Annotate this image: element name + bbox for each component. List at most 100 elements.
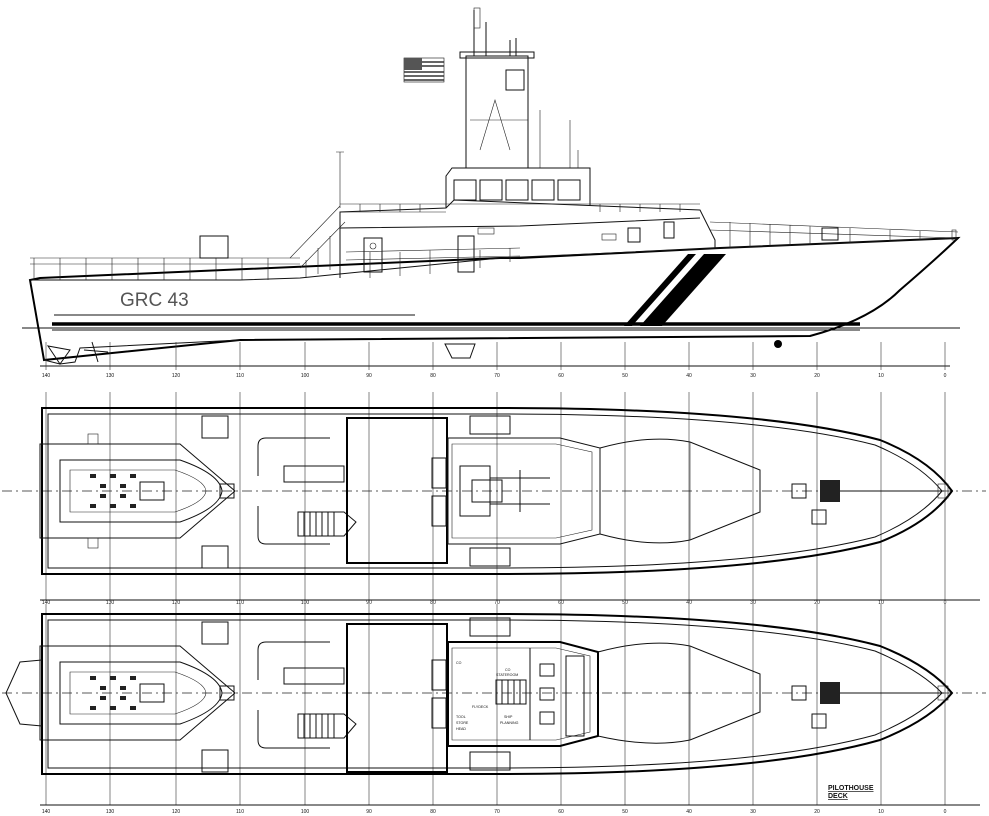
main-deck-plan: [2, 392, 986, 600]
plan2-bottom-station-labels: 140 130 120 110 100 90 80 70 60 50 40 30…: [42, 809, 947, 815]
station-label: 20: [814, 809, 820, 815]
plan2-stair-port-rail: [257, 641, 330, 680]
bow-thruster: [774, 340, 782, 348]
plan2-hatch-stbd: [201, 749, 229, 773]
plan1-locker: [283, 465, 345, 483]
room-label: STORE: [456, 721, 469, 725]
station-label: 90: [366, 373, 372, 379]
vent-1: [601, 233, 617, 241]
pilothouse-deck-plan: 140 130 120 110 100 90 80 70 60 50 40 30…: [2, 599, 986, 815]
plan2-pilothouse-inner: [451, 647, 591, 741]
station-label: 100: [301, 373, 310, 379]
bow-jackstaff: [951, 229, 957, 241]
room-label: SHIP: [504, 715, 513, 719]
station-label: 0: [944, 600, 947, 606]
pilothouse-windows: [453, 179, 581, 201]
station-label: 10: [878, 373, 884, 379]
plan1-ladder: [297, 511, 357, 537]
plan2-rib-inner: [69, 671, 207, 715]
plan1-deck-outline: [41, 407, 954, 575]
station-label: 70: [494, 373, 500, 379]
racing-stripe-thick: [640, 254, 726, 326]
station-label: 30: [750, 809, 756, 815]
radar-dome: [505, 69, 525, 91]
plan1-davit: [219, 483, 235, 499]
plan2-ladder: [297, 713, 357, 739]
hull-marking: GRC 43: [120, 290, 189, 311]
mast-antenna: [473, 7, 481, 29]
station-label: 30: [750, 600, 756, 606]
hatch-2: [663, 221, 675, 239]
station-label: 50: [622, 809, 628, 815]
profile-station-labels: 140 130 120 110 100 90 80 70 60 50 40 30…: [42, 373, 947, 379]
mast-light: [539, 110, 579, 168]
profile-view: GRC 43: [22, 7, 961, 379]
plan1-rib-inner: [69, 469, 207, 513]
plan2-rib-seats: [90, 676, 165, 710]
plan1-bitt-fwd-2: [811, 509, 827, 525]
station-label: 110: [236, 373, 244, 379]
station-label: 120: [172, 600, 181, 606]
plan1-rib-cradle: [39, 443, 236, 539]
station-label: 90: [366, 600, 372, 606]
plan1-bow-fitting: [937, 483, 949, 499]
plan2-stern-ramp: [5, 659, 43, 727]
plan2-bitt-fwd-2: [811, 713, 827, 729]
station-label: 110: [236, 809, 244, 815]
station-label: 20: [814, 373, 820, 379]
profile-station-grid: [45, 342, 946, 370]
plan1-stair-port-rail: [257, 437, 330, 476]
flag-icon: [403, 57, 445, 83]
plan2-foredeck-panel: [597, 642, 761, 744]
station-label: 60: [558, 600, 564, 606]
mast-platform: [459, 51, 535, 59]
anchor-windlass: [821, 227, 839, 241]
plan2-door-stbd: [431, 697, 447, 729]
door-1: [363, 237, 383, 273]
plan2-pilothouse-outline: [447, 641, 599, 747]
plan2-windlass: [820, 682, 840, 704]
station-label: 20: [814, 600, 820, 606]
plan2-console: [565, 655, 585, 737]
station-label: 60: [558, 809, 564, 815]
station-label: 60: [558, 373, 564, 379]
station-label: 70: [494, 809, 500, 815]
station-label: 10: [878, 809, 884, 815]
station-label: 40: [686, 373, 692, 379]
skeg: [444, 343, 476, 359]
deck-title-line2: DECK: [828, 793, 848, 800]
door-2: [457, 235, 475, 273]
plan2-hatch-port: [201, 621, 229, 645]
station-label: 120: [172, 809, 181, 815]
deck-title-line1: PILOTHOUSE: [828, 785, 874, 792]
plan1-foredeck-panel: [599, 438, 761, 544]
plan1-stair-stbd-rail: [257, 506, 330, 545]
station-label: 50: [622, 600, 628, 606]
plan2-stair: [495, 679, 527, 705]
station-label: 110: [236, 600, 244, 606]
plan1-stair-bar-port: [469, 415, 511, 435]
room-label: TOOL: [456, 715, 466, 719]
station-label: 120: [172, 373, 181, 379]
station-label: 40: [686, 809, 692, 815]
whip-antenna: [336, 151, 344, 208]
sheer-line: [30, 237, 959, 281]
plan2-station-grid: [45, 604, 946, 805]
keel: [43, 339, 241, 365]
station-label: 130: [106, 809, 115, 815]
plan2-stair-stbd-rail: [257, 710, 330, 749]
station-label: 50: [622, 373, 628, 379]
room-label: CO: [456, 661, 462, 665]
plan1-mast-base: [431, 457, 550, 527]
station-label: 130: [106, 373, 115, 379]
door-porthole: [369, 242, 377, 250]
station-label: 140: [42, 600, 51, 606]
rudder: [46, 345, 71, 365]
deckhouse-roof: [339, 217, 701, 229]
station-label: 0: [944, 809, 947, 815]
station-label: 0: [944, 373, 947, 379]
station-label: 80: [430, 600, 436, 606]
plan2-helm-chairs: [539, 663, 555, 725]
vent-2: [477, 227, 495, 235]
